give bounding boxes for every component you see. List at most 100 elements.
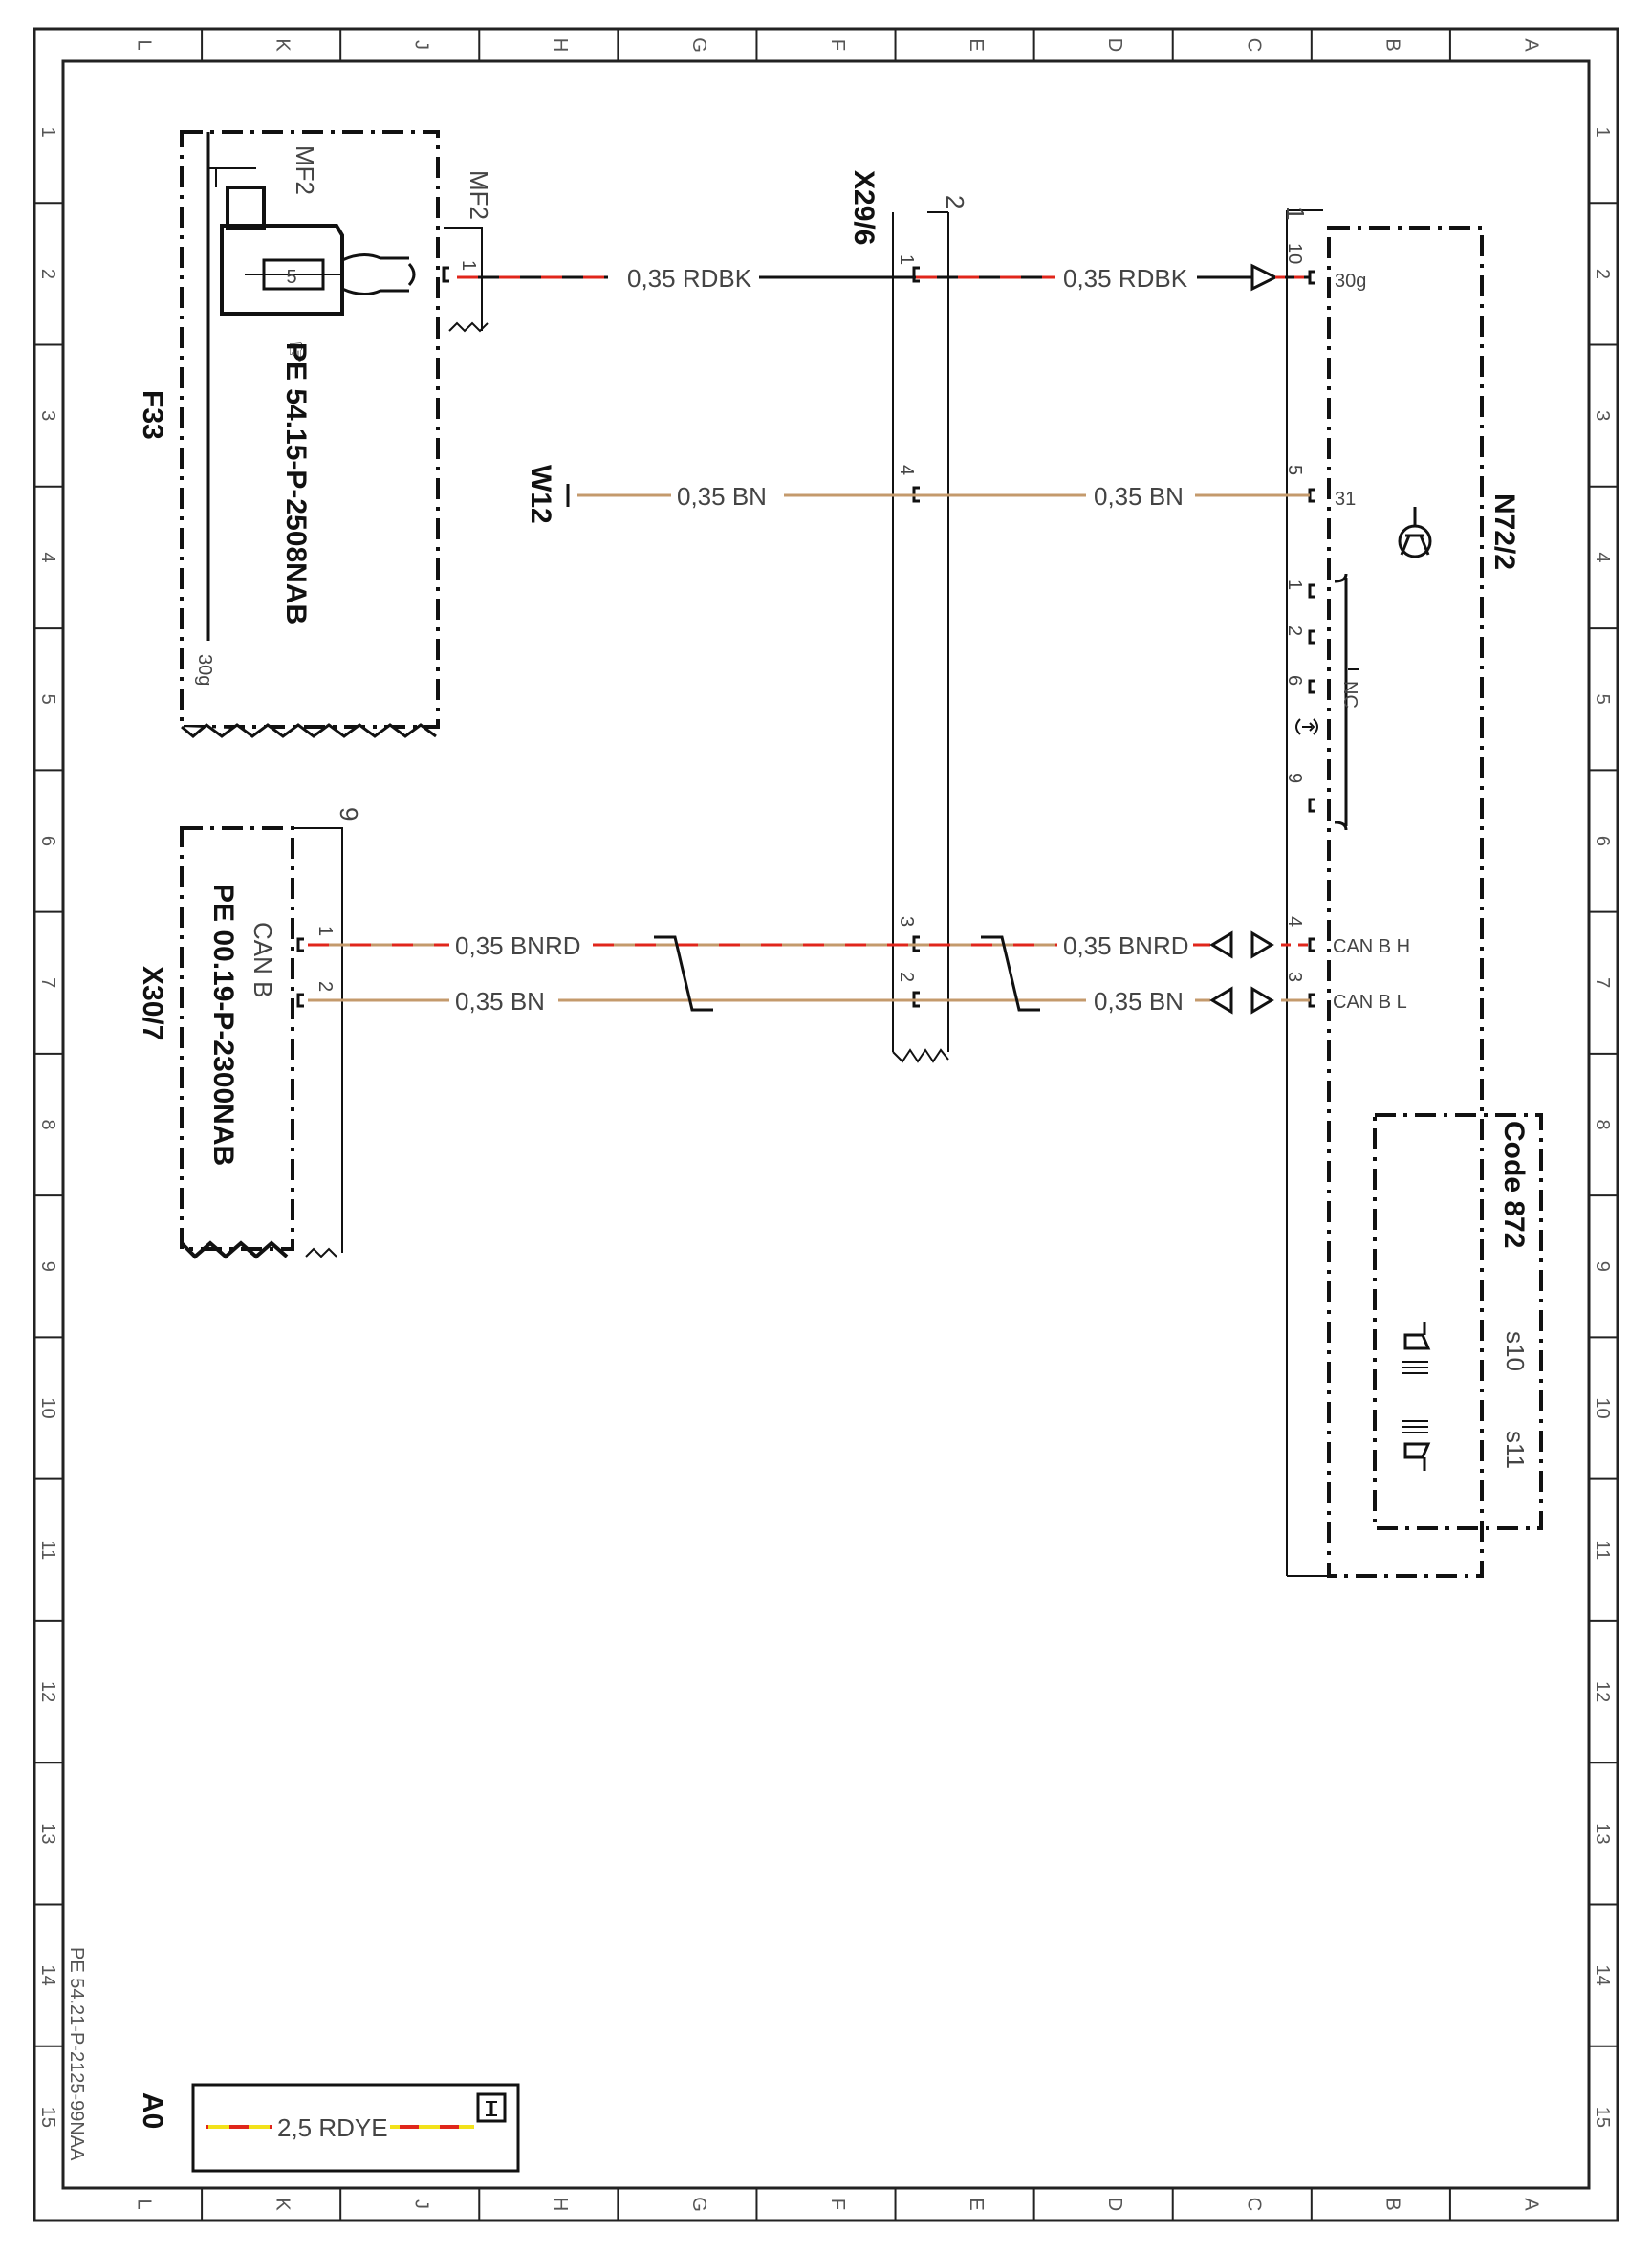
fuse-holder-top <box>226 186 266 230</box>
grid-row-label-left: 15 <box>37 2107 58 2128</box>
wire-can-low: 0,35 BN 0,35 BN <box>308 987 1310 1016</box>
grid-column-label-top: J <box>411 40 432 50</box>
grid-row-label-right: 15 <box>1592 2107 1613 2128</box>
grid-column-label-bottom: K <box>272 2198 293 2211</box>
connector-mf2: MF2 1 <box>442 170 493 333</box>
grid-row-label-right: 11 <box>1592 1540 1613 1560</box>
module-pin-10: 10 <box>1284 243 1305 264</box>
grid-column-label-bottom: C <box>1243 2198 1264 2211</box>
grid-row-label-left: 4 <box>37 552 58 562</box>
grid-row-label-left: 12 <box>37 1681 58 1702</box>
grid-row-label-left: 2 <box>37 269 58 279</box>
wire-bn-can-label-left: 0,35 BN <box>455 987 545 1016</box>
grid-row-label-right: 10 <box>1592 1397 1613 1418</box>
grid-row-label-right: 7 <box>1592 977 1613 988</box>
module-can-l-label: CAN B L <box>1333 992 1407 1013</box>
grid-column-label-bottom: G <box>688 2197 709 2212</box>
grid-row-label-left: 10 <box>37 1397 58 1418</box>
module-outline <box>1327 226 1484 1578</box>
grid-column-label-bottom: B <box>1381 2198 1402 2210</box>
x30-pin-1: 1 <box>315 926 336 936</box>
seat-heater-icon-s11 <box>1402 1420 1431 1471</box>
grid-column-label-bottom: E <box>966 2198 987 2210</box>
twisted-pair-marker <box>654 935 1040 1012</box>
x29-pin-4: 4 <box>896 465 917 475</box>
grid-column-label-bottom: A <box>1520 2198 1541 2211</box>
grid-row-label-right: 4 <box>1592 552 1613 562</box>
connector-x29-6: X29/6 2 1 4 3 2 <box>848 170 969 1063</box>
grid-row-label-left: 7 <box>37 977 58 988</box>
can-block-index: 9 <box>335 807 363 821</box>
module-pin-4: 4 <box>1284 916 1305 927</box>
mf2-pin-number: 1 <box>458 260 479 271</box>
module-pin-31-label: 31 <box>1335 489 1356 510</box>
grid-column-label-top: B <box>1381 38 1402 51</box>
wire-can-high: 0,35 BNRD 0,35 BNRD <box>308 931 1310 960</box>
grid-row-label-left: 1 <box>37 127 58 138</box>
ground-w12: W12 <box>525 465 570 524</box>
grid-row-label-right: 9 <box>1592 1261 1613 1272</box>
wire-bnrd-label-right: 0,35 BNRD <box>1063 931 1189 960</box>
can-block-x30-7: 9 CAN B PE 00.19-P-2300NAB X30/7 1 2 <box>137 807 363 1259</box>
signal-arrow-icon <box>1250 263 1279 292</box>
x30-pin-2: 2 <box>315 981 336 992</box>
can-block-ref: PE 00.19-P-2300NAB <box>207 884 239 1166</box>
legend-wire-label: 2,5 RDYE <box>277 2113 388 2142</box>
grid-row-label-left: 6 <box>37 836 58 846</box>
grid-column-label-top: H <box>550 38 571 52</box>
can-block-code: X30/7 <box>137 966 168 1040</box>
nc-bracket: NC <box>1334 573 1360 831</box>
x29-pin-2: 2 <box>896 972 917 982</box>
can-bus-label: CAN B <box>249 922 277 997</box>
legend-code: A0 <box>137 2092 168 2129</box>
grid-column-label-bottom: J <box>411 2199 432 2209</box>
wire-bn-label-right: 0,35 BN <box>1094 482 1184 511</box>
module-pin-2: 2 <box>1284 625 1305 636</box>
module-n72-2: N72/2 1 NC 1 2 6 9 10 5 4 3 30g 31 CAN B… <box>1281 207 1520 1578</box>
hand-pointer-icon: ☞ <box>281 340 311 364</box>
grid-row-label-right: 14 <box>1592 1964 1613 1985</box>
grid-row-label-left: 9 <box>37 1261 58 1272</box>
connector-x29-code: X29/6 <box>848 170 880 245</box>
fuse-clip <box>341 253 409 295</box>
grid-column-label-bottom: F <box>827 2199 848 2210</box>
grid-row-label-left: 3 <box>37 410 58 421</box>
fuse-block-code: F33 <box>137 390 168 440</box>
pin-30g-label: 30g <box>194 654 215 686</box>
grid-row-label-right: 6 <box>1592 836 1613 846</box>
wire-bn-can-label-right: 0,35 BN <box>1094 987 1184 1016</box>
fuse-block-ref: PE 54.15-P-2508NAB <box>280 342 312 624</box>
x29-pin-3: 3 <box>896 916 917 927</box>
code-872-box: Code 872 s10 s11 <box>1373 1113 1543 1530</box>
module-pin-9: 9 <box>1284 773 1305 783</box>
module-code: N72/2 <box>1489 493 1520 570</box>
grid-row-label-right: 13 <box>1592 1823 1613 1844</box>
wire-bn-label-left: 0,35 BN <box>677 482 767 511</box>
grid-column-label-bottom: D <box>1104 2198 1125 2211</box>
grid-row-label-left: 5 <box>37 694 58 705</box>
inner-frame <box>61 59 1591 2190</box>
outer-frame <box>33 27 1619 2222</box>
grid-row-label-left: 13 <box>37 1823 58 1844</box>
s11-label: s11 <box>1501 1431 1530 1469</box>
module-pin-1: 1 <box>1284 580 1305 590</box>
grid-column-label-bottom: L <box>134 2199 155 2209</box>
grid-column-label-top: C <box>1243 38 1264 52</box>
connector-mf2-label: MF2 <box>465 170 493 220</box>
fuse-block-f33: 5 MF2 30g PE 54.15-P-2508NAB F33 ☞ <box>137 130 440 738</box>
grid-row-label-left: 11 <box>37 1540 58 1560</box>
grid-column-label-top: D <box>1104 38 1125 52</box>
nc-label: NC <box>1339 681 1360 709</box>
grid-column-label-top: E <box>966 38 987 51</box>
module-pin-6: 6 <box>1284 675 1305 686</box>
grid-row-label-right: 5 <box>1592 694 1613 705</box>
footer-reference: PE 54.21-P-2125-99NAA <box>66 1947 87 2161</box>
code-872-label: Code 872 <box>1498 1121 1530 1248</box>
module-pin-30g-label: 30g <box>1335 271 1366 292</box>
grid-column-label-bottom: H <box>550 2198 571 2211</box>
legend-a0: A0 2,5 RDYE <box>137 2083 520 2173</box>
grid-column-label-top: A <box>1520 38 1541 52</box>
